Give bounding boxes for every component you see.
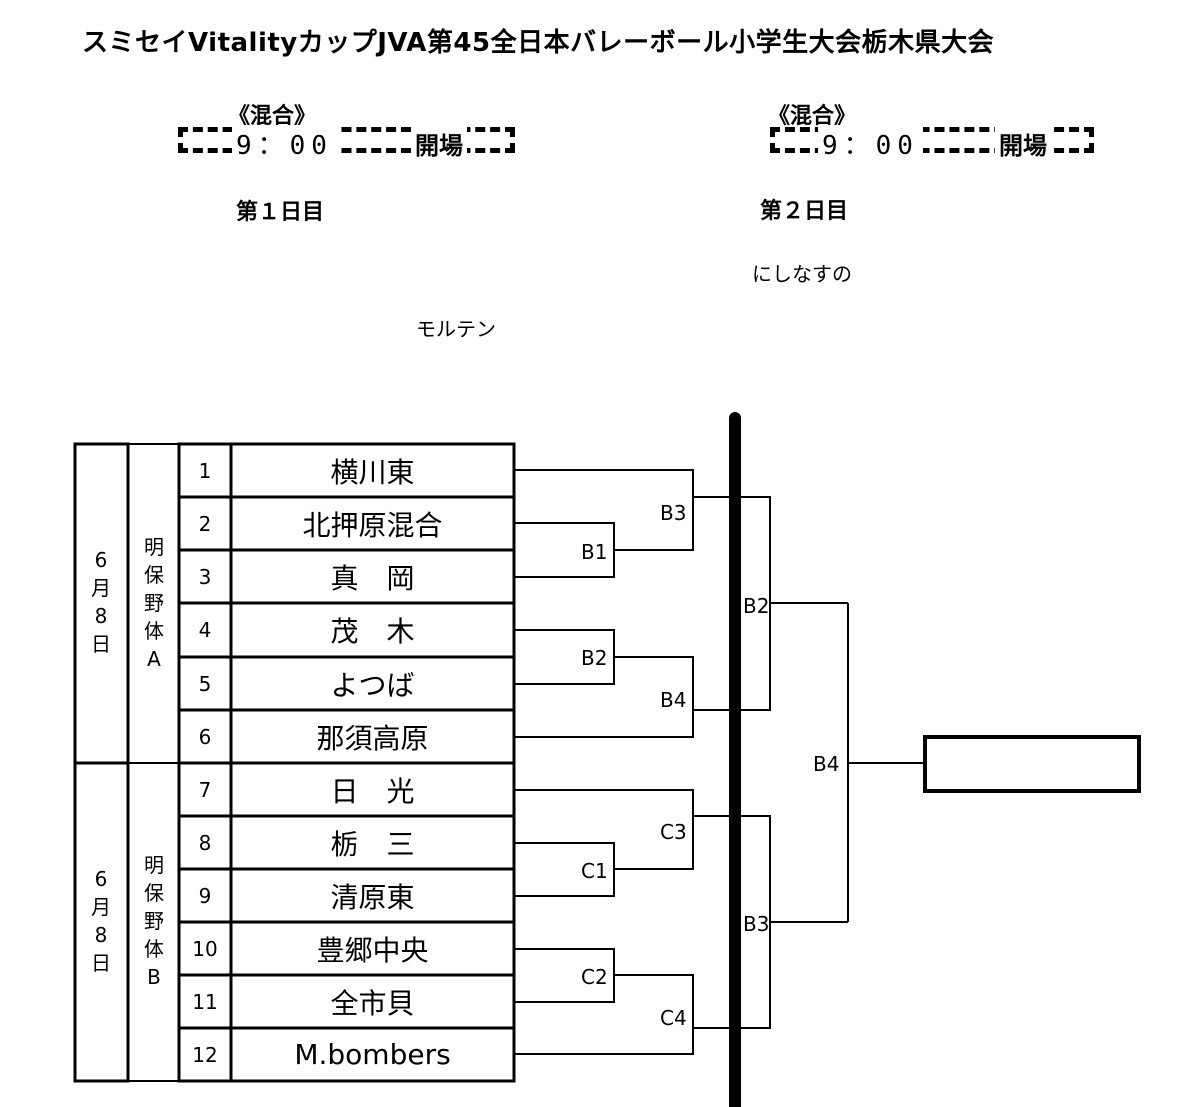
group-a-date: 6 月 8 日	[86, 546, 116, 658]
winner-name	[929, 741, 1135, 787]
match-label-c2: C2	[581, 965, 608, 989]
team-number: 12	[192, 1042, 218, 1067]
day2-venue: にしなすの	[752, 262, 852, 286]
team-number: 9	[198, 883, 212, 908]
team-name: 那須高原	[316, 721, 429, 755]
day1-open-label: 開場	[411, 126, 467, 161]
team-name: 茂 木	[330, 615, 415, 648]
group-b-venue-char: 野	[144, 909, 164, 933]
group-a-date-char: 月	[91, 576, 111, 600]
group-b-date-char: 6	[94, 867, 108, 891]
day2-open-box	[770, 127, 1094, 153]
team-number: 6	[198, 724, 212, 749]
match-label-semi-lower: B3	[741, 912, 770, 936]
group-a-venue: 明 保 野 体 A	[139, 533, 169, 673]
day1-label: 第１日目	[236, 200, 325, 225]
match-label-b1: B1	[581, 540, 608, 564]
match-label-c4: C4	[660, 1006, 687, 1030]
day2-category: 《混合》	[768, 104, 857, 129]
winner-box	[923, 735, 1141, 793]
group-b-venue-char: 体	[144, 937, 164, 961]
match-label-c1: C1	[581, 859, 608, 883]
group-b-date-char: 8	[94, 923, 108, 947]
match-label-final: B4	[813, 752, 840, 776]
day1-open-box	[178, 127, 515, 153]
day2-open-label: 開場	[995, 126, 1051, 161]
team-name: 北押原混合	[302, 508, 443, 542]
match-label-b4: B4	[660, 688, 687, 712]
team-name: M.bombers	[294, 1038, 451, 1071]
team-number: 4	[198, 618, 212, 642]
team-name: 栃 三	[330, 827, 415, 861]
team-number: 1	[198, 458, 212, 483]
match-label-b3: B3	[660, 501, 687, 525]
team-name: 全市貝	[330, 986, 415, 1020]
match-label-b2: B2	[581, 646, 608, 670]
group-b-venue-char: 保	[144, 881, 164, 905]
group-a-venue-char: 保	[144, 563, 164, 587]
group-a-date-char: 8	[94, 604, 108, 628]
day1-open-time: 9：00	[232, 125, 337, 162]
match-label-semi-upper: B2	[741, 594, 770, 618]
team-name: 清原東	[330, 880, 415, 914]
team-number: 7	[198, 777, 212, 802]
group-a-venue-char: A	[147, 647, 161, 671]
page-title: スミセイVitalityカップJVA第45全日本バレーボール小学生大会栃木県大会	[82, 28, 995, 58]
team-name: 横川東	[330, 455, 415, 489]
team-name: 真 岡	[330, 561, 415, 595]
group-b-date-char: 月	[91, 895, 111, 919]
group-b-venue: 明 保 野 体 B	[139, 851, 169, 991]
group-a-venue-char: 体	[144, 619, 164, 643]
group-a-venue-char: 明	[144, 535, 164, 559]
group-b-date-char: 日	[91, 951, 111, 975]
day1-venue: モルテン	[416, 317, 496, 341]
group-a-venue-char: 野	[144, 591, 164, 615]
day2-label: 第２日目	[760, 199, 849, 224]
team-name: 日 光	[330, 774, 415, 808]
match-label-c3: C3	[660, 820, 687, 844]
group-a-date-char: 6	[94, 548, 108, 572]
team-name: よつば	[330, 668, 415, 702]
team-number: 8	[198, 830, 212, 855]
team-number: 10	[192, 936, 218, 961]
team-number: 2	[198, 511, 212, 536]
team-number: 5	[198, 671, 212, 696]
day2-open-time: 9：00	[818, 125, 923, 162]
group-b-venue-char: 明	[144, 853, 164, 877]
day1-category: 《混合》	[228, 104, 317, 129]
group-a-date-char: 日	[91, 632, 111, 656]
group-b-venue-char: B	[147, 965, 161, 989]
group-b-date: 6 月 8 日	[86, 865, 116, 977]
team-number: 11	[192, 989, 218, 1014]
team-name: 豊郷中央	[316, 933, 429, 967]
team-number: 3	[198, 564, 212, 589]
